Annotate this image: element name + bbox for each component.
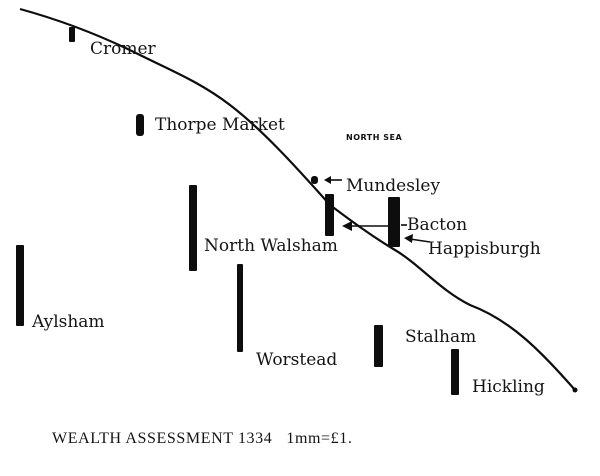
caption-scale: 1mm=£1.: [286, 430, 353, 447]
happisburgh-arrow: [409, 238, 431, 243]
label-worstead: Worstead: [256, 350, 338, 370]
bar-north-walsham: [189, 185, 197, 271]
label-mundesley: Mundesley: [346, 176, 441, 196]
bar-thorpe-market: [136, 114, 144, 136]
bar-bacton: [388, 197, 400, 247]
label-thorpe-market: Thorpe Market: [155, 115, 285, 135]
label-happisburgh: Happisburgh: [428, 239, 541, 259]
map-caption: WEALTH ASSESSMENT 1334 1mm=£1.: [52, 430, 352, 448]
label-cromer: Cromer: [90, 39, 156, 59]
sea-label: NORTH SEA: [346, 133, 403, 142]
bar-mundesley: [311, 176, 318, 184]
label-bacton: Bacton: [407, 215, 468, 235]
label-north-walsham: North Walsham: [204, 236, 338, 256]
bar-worstead: [237, 264, 243, 352]
label-aylsham: Aylsham: [32, 312, 105, 332]
bar-stalham: [374, 325, 383, 367]
label-stalham: Stalham: [405, 327, 477, 347]
bar-cromer: [69, 27, 75, 42]
label-hickling: Hickling: [472, 377, 545, 397]
bar-hickling: [451, 349, 459, 395]
caption-title: WEALTH ASSESSMENT 1334: [52, 430, 273, 447]
bar-aylsham: [16, 245, 24, 326]
bar-north-walsham-coast: [325, 194, 334, 236]
